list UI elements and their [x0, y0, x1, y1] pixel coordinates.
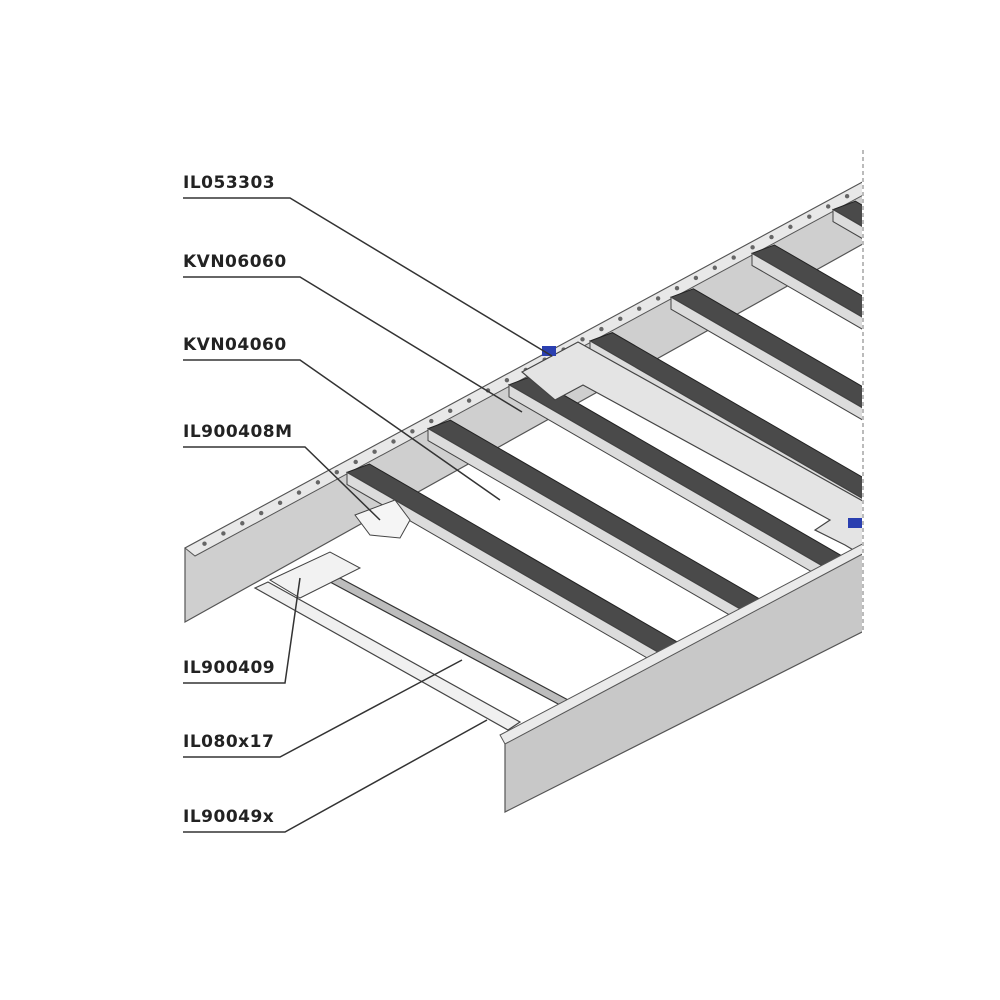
rail-hole	[296, 490, 302, 495]
rail-hole	[466, 398, 472, 403]
rail-hole	[504, 377, 510, 383]
leader-il053303	[183, 197, 553, 357]
part-label-kvn04060: KVN04060	[183, 335, 287, 355]
blue-marker	[848, 518, 862, 528]
rail-hole	[240, 521, 245, 526]
bracket-il900408m	[354, 499, 411, 539]
rail-hole	[712, 265, 717, 270]
part-label-il900408m: IL900408M	[183, 422, 293, 442]
rail-hole	[807, 214, 812, 219]
part-label-il053303: IL053303	[183, 173, 276, 193]
leader-kvn04060	[183, 359, 501, 501]
rail-hole	[693, 275, 699, 281]
rail-hole	[353, 459, 358, 465]
leader-il900408m	[183, 446, 381, 521]
rungs	[328, 200, 862, 706]
rail-hole	[410, 429, 415, 434]
rail-hole	[769, 234, 774, 240]
leader-il900409	[183, 577, 301, 684]
rail-hole	[637, 306, 642, 311]
rail-hole	[391, 439, 396, 444]
rail-hole	[844, 194, 850, 199]
rung-face	[751, 252, 862, 330]
rail-hole	[674, 286, 680, 291]
rail-hole	[750, 245, 755, 250]
rail-hole	[202, 541, 207, 546]
part-label-kvn06060: KVN06060	[183, 252, 287, 272]
front-rail-flange	[499, 543, 862, 745]
rail-hole	[883, 174, 887, 178]
part-label-il080x17: IL080x17	[183, 732, 275, 752]
rail-hole	[259, 510, 264, 516]
rail-hole	[788, 224, 793, 230]
rail-holes	[202, 174, 887, 546]
rung	[669, 288, 862, 409]
rail-hole	[826, 204, 831, 209]
part-label-il900409: IL900409	[183, 658, 276, 678]
rail-hole	[655, 296, 661, 301]
rail-hole	[580, 337, 585, 342]
rail-hole	[618, 316, 623, 322]
rung-face	[670, 296, 862, 421]
rung	[750, 244, 862, 318]
splice-bar	[253, 581, 522, 731]
connector-plate	[520, 341, 862, 556]
rail-hole	[599, 326, 604, 332]
rail-hole	[221, 531, 226, 536]
rail-hole	[429, 418, 434, 424]
rail-hole	[334, 469, 339, 475]
leader-kvn06060	[183, 276, 523, 413]
rail-hole	[315, 480, 321, 485]
splice-plate-il900409	[268, 551, 362, 599]
rail-hole	[864, 184, 868, 188]
rail-hole	[372, 449, 377, 454]
rung	[831, 200, 862, 227]
rail-hole	[448, 408, 453, 414]
leader-il080x17	[183, 659, 463, 758]
leader-il90049x	[183, 719, 488, 833]
blue-marker	[542, 346, 556, 356]
rail-hole	[731, 255, 736, 260]
rung-face	[832, 208, 862, 239]
rail-hole	[277, 500, 283, 506]
part-label-il90049x: IL90049x	[183, 807, 275, 827]
